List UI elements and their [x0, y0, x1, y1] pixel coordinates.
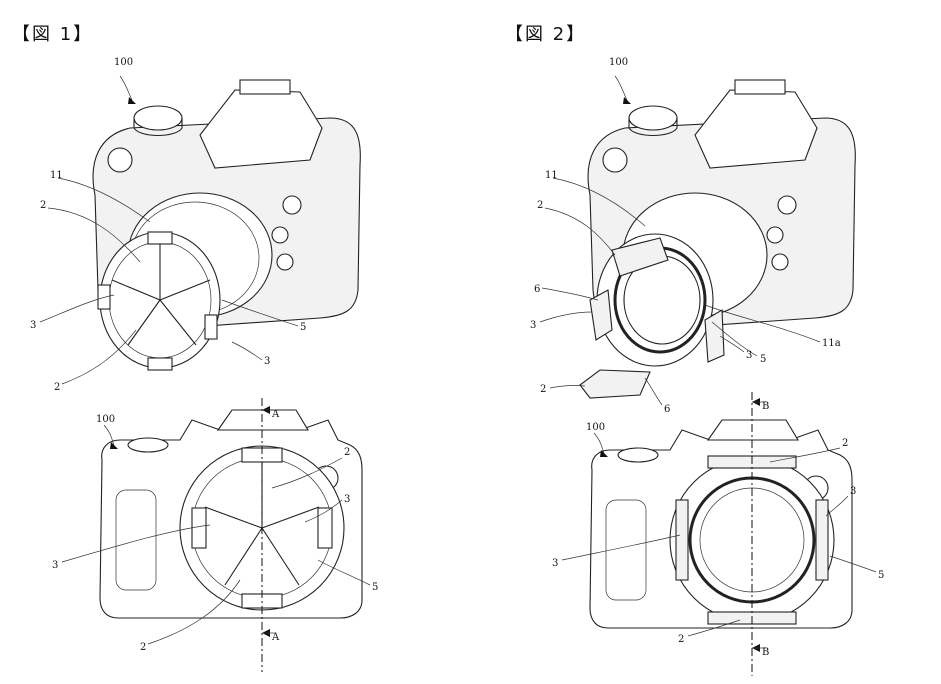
fig2-iso-label-2a: 2	[537, 200, 543, 211]
fig1-isometric-camera	[39, 75, 361, 385]
fig1-tab-top	[147, 231, 173, 245]
fig2-front-dial-top	[617, 447, 659, 463]
fig2-mode-dial-side	[628, 118, 678, 137]
fig2-front-camera	[561, 392, 877, 676]
fig2-front-grip	[605, 499, 647, 601]
fig1-viewfinder-hump	[199, 89, 323, 169]
fig1-iso-label-3b: 3	[264, 356, 270, 367]
fig1-mode-dial	[133, 105, 183, 131]
fig2-section-label-bottom: B	[762, 647, 769, 658]
fig2-section-label-top: B	[762, 401, 769, 412]
fig1-front-label-5: 5	[372, 582, 378, 593]
fig1-front-tab-left	[191, 507, 207, 549]
fig1-front-hump	[216, 409, 309, 431]
fig1-tab-bottom	[147, 357, 173, 371]
fig2-front-label-3b: 3	[552, 558, 558, 569]
fig1-button-a	[282, 195, 302, 215]
fig1-iso-label-3a: 3	[30, 320, 36, 331]
fig1-iso-ref-label: 100	[114, 57, 133, 68]
fig2-iso-label-6b: 6	[664, 404, 670, 415]
fig1-front-grip	[115, 489, 157, 591]
fig1-iso-label-11: 11	[50, 170, 63, 181]
fig2-blade-bottom	[579, 369, 651, 399]
fig1-front-dial	[107, 147, 133, 173]
fig2-front-label-5: 5	[878, 570, 884, 581]
fig1-section-label-bottom: A	[271, 632, 280, 643]
fig1-button-c	[276, 253, 294, 271]
fig2-iso-label-11a: 11a	[822, 338, 841, 349]
fig2-front-blade-left	[675, 499, 689, 581]
fig1-iso-ref-arrow	[128, 97, 136, 104]
fig2-front-label-3a: 3	[850, 486, 856, 497]
fig1-iso-label-5: 5	[300, 322, 306, 333]
fig2-iso-label-6a: 6	[534, 284, 540, 295]
fig2-button-b	[766, 226, 784, 244]
fig1-cap-blades	[111, 242, 211, 346]
fig2-iso-ref-arrow	[623, 97, 631, 104]
figure-1-title: 【図 1】	[12, 24, 94, 45]
fig1-section-label-top: A	[271, 409, 280, 420]
figure-2-title: 【図 2】	[505, 24, 587, 45]
fig2-viewfinder-hump	[694, 89, 818, 169]
fig1-iso-label-2a: 2	[40, 200, 46, 211]
fig1-front-label-3a: 3	[344, 494, 350, 505]
fig2-hot-shoe	[734, 79, 786, 95]
fig1-hot-shoe	[239, 79, 291, 95]
fig1-mode-dial-side	[133, 118, 183, 137]
fig2-front-ref-label: 100	[586, 422, 605, 433]
fig2-iso-label-2b: 2	[540, 384, 546, 395]
fig2-mode-dial	[628, 105, 678, 131]
fig2-button-a	[777, 195, 797, 215]
fig2-iso-leaders	[539, 75, 821, 406]
fig2-iso-label-5: 5	[760, 354, 766, 365]
fig2-isometric-camera	[539, 75, 856, 406]
fig2-iso-label-3a: 3	[530, 320, 536, 331]
fig2-blade-right	[704, 309, 725, 363]
fig1-tab-left	[97, 284, 111, 310]
fig1-front-label-2b: 2	[140, 642, 146, 653]
fig2-front-dial	[602, 147, 628, 173]
fig2-blade-top	[611, 237, 669, 277]
fig2-iso-label-11: 11	[545, 170, 558, 181]
fig1-front-ref-arrow	[110, 442, 118, 449]
fig1-button-b	[271, 226, 289, 244]
fig1-iso-label-2b: 2	[54, 382, 60, 393]
fig2-front-blade-right	[815, 499, 829, 581]
fig1-front-ref-label: 100	[96, 414, 115, 425]
fig2-front-ref-arrow	[600, 450, 608, 457]
fig2-iso-label-3b: 3	[746, 350, 752, 361]
fig1-front-camera	[61, 398, 371, 672]
fig1-front-dial	[127, 437, 169, 453]
fig2-front-label-2b: 2	[678, 634, 684, 645]
fig1-front-label-3b: 3	[52, 560, 58, 571]
fig2-front-leaders	[561, 432, 877, 637]
fig2-front-hump	[706, 419, 799, 441]
fig1-front-leaders	[61, 424, 371, 645]
fig2-blade-left	[589, 289, 613, 341]
fig1-iso-leaders	[39, 75, 299, 385]
fig1-front-tab-right	[317, 507, 333, 549]
fig2-button-c	[771, 253, 789, 271]
fig1-front-label-2a: 2	[344, 447, 350, 458]
fig2-front-label-2a: 2	[842, 438, 848, 449]
fig1-tab-right	[204, 314, 218, 340]
fig2-iso-ref-label: 100	[609, 57, 628, 68]
